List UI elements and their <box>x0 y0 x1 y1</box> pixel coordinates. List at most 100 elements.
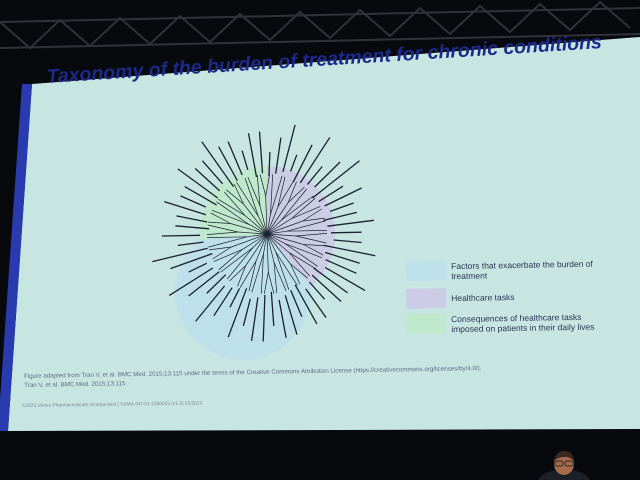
tree-leaf-label <box>206 274 227 294</box>
tree-branch <box>266 233 304 245</box>
tree-leaf-label <box>229 288 241 308</box>
legend-label-consequences: Consequences of healthcare tasks imposed… <box>451 311 595 335</box>
tree-leaf-label <box>194 168 221 192</box>
taxonomy-radial-tree <box>152 124 376 360</box>
tree-leaf-label <box>290 289 303 317</box>
tree-leaf-label <box>278 299 287 338</box>
tree-branch <box>256 174 261 206</box>
tree-branch <box>230 223 268 235</box>
tree-branch <box>290 263 301 285</box>
tree-leaf-label <box>218 146 238 182</box>
tree-branch <box>218 249 243 271</box>
tree-leaf-label <box>323 211 357 222</box>
tree-leaf-label <box>188 262 207 273</box>
tree-leaf-label <box>270 291 275 327</box>
tree-branch <box>266 202 289 235</box>
tree-leaf-label <box>325 251 360 264</box>
tree-leaf-label <box>324 266 366 291</box>
tree-branch <box>216 201 250 225</box>
tree-branch <box>266 219 282 235</box>
tree-branch <box>303 244 324 256</box>
tree-branch <box>220 247 253 273</box>
tree-leaf-label <box>311 274 342 302</box>
tree-branch <box>245 233 268 266</box>
tree-leaf-label <box>305 288 327 318</box>
tree-branch <box>289 252 317 270</box>
tree-branch <box>263 233 268 254</box>
tree-branch <box>212 246 232 260</box>
legend-swatch-consequences <box>405 313 447 334</box>
tree-leaf-label <box>152 247 208 263</box>
tree-leaf-label <box>312 160 360 199</box>
tree-branch <box>249 224 268 235</box>
tree-branch <box>242 233 268 250</box>
tree-branch <box>208 236 248 248</box>
tree-leaf-label <box>168 267 214 296</box>
tree-leaf-label <box>324 187 362 207</box>
tree-branch <box>281 195 314 221</box>
legend-swatch-factors <box>405 260 447 281</box>
tree-leaf-label <box>262 294 266 342</box>
tree-branch <box>277 176 286 208</box>
tree-leaf-label <box>268 151 271 177</box>
tree-leaf-label <box>294 284 318 325</box>
tree-leaf-label <box>177 241 204 247</box>
tree-branch <box>284 243 323 259</box>
tree-leaf-label <box>275 137 282 174</box>
tree-branch <box>213 249 243 262</box>
tree-branch <box>277 180 295 208</box>
tree-branch <box>207 224 239 233</box>
tree-branch <box>247 233 268 238</box>
tree-leaf-label <box>314 161 341 188</box>
tree-leaf-label <box>313 267 348 294</box>
tree-leaf-label <box>333 239 362 244</box>
tree-leaf-label <box>242 298 251 326</box>
tree-leaf-label <box>318 185 344 203</box>
tree-branch <box>210 212 231 224</box>
tree-branch <box>227 247 253 280</box>
tree-leaf-label <box>282 124 296 173</box>
tree-leaf-label <box>201 160 224 185</box>
tree-leaf-label <box>201 141 235 187</box>
tree-branch <box>284 243 318 267</box>
tree-branch <box>248 260 257 292</box>
tree-branch <box>252 233 268 249</box>
slide-accent-bar <box>0 84 32 431</box>
ceiling-truss <box>0 0 640 50</box>
tree-branch <box>265 174 271 197</box>
tree-branch <box>251 253 264 293</box>
tree-branch <box>231 233 268 248</box>
tree-branch <box>229 265 247 282</box>
tree-branch <box>295 235 327 244</box>
legend-label-factors: Factors that exacerbate the burden of tr… <box>451 258 593 282</box>
tree-branch <box>266 206 279 235</box>
tree-branch <box>238 231 268 235</box>
tree-branch <box>266 233 269 273</box>
tree-branch <box>265 195 268 235</box>
tree-branch <box>270 174 274 215</box>
tree-branch <box>208 221 231 224</box>
tree-branch <box>226 189 244 205</box>
tree-leaf-label <box>170 252 213 270</box>
tree-branch <box>270 175 283 215</box>
tree-branch <box>275 251 298 286</box>
tree-branch <box>239 260 257 288</box>
tree-branch <box>288 252 310 277</box>
tree-leaf-label <box>213 287 233 317</box>
tree-branch <box>291 197 316 219</box>
tree-branch <box>273 261 287 292</box>
tree-branch <box>244 177 259 217</box>
tree-branch <box>266 230 287 235</box>
tree-branch <box>266 233 291 265</box>
tree-leaf-label <box>247 133 258 178</box>
tree-branch <box>263 271 269 294</box>
tree-leaf-label <box>306 166 323 185</box>
tree-branch <box>290 263 308 279</box>
tree-branch <box>255 233 268 262</box>
tree-leaf-label <box>184 186 218 206</box>
sector-consequences <box>199 166 267 240</box>
tree-branch <box>209 246 232 251</box>
tree-leaf-label <box>176 215 208 223</box>
tree-leaf-label <box>284 295 298 335</box>
tree-branch <box>286 220 326 232</box>
